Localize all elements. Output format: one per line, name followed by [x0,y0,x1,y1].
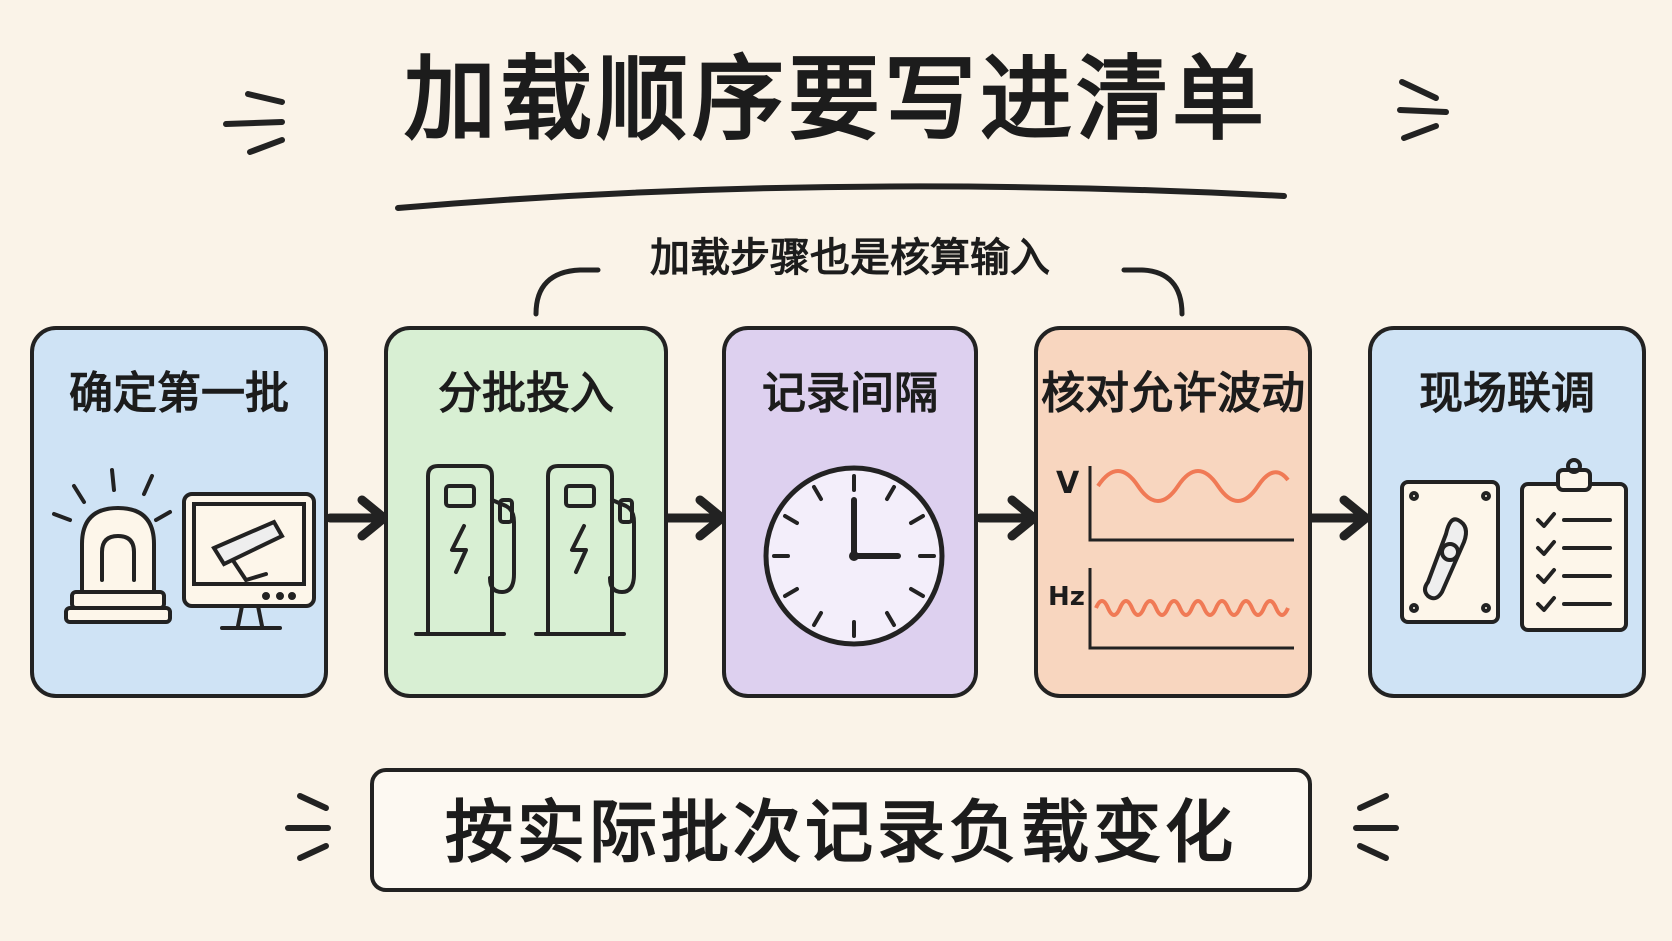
switch-and-checklist-icon [1400,458,1628,632]
note-sparkle-right-icon [1353,793,1399,861]
title-underline [395,183,1287,211]
step-label: 分批投入 [438,368,614,419]
summary-note: 按实际批次记录负载变化 [370,768,1312,892]
arrow-right-icon [1307,495,1371,541]
arrow-right-icon [325,495,389,541]
axis-label-frequency: Hz [1048,582,1085,612]
step-card-identify-first-batch: 确定第一批 [30,326,328,698]
arrow-right-icon [663,495,727,541]
step-label: 记录间隔 [762,368,938,419]
step-label: 现场联调 [1419,368,1595,419]
step-card-field-commissioning: 现场联调 [1368,326,1646,698]
step-card-check-fluctuation: 核对允许波动 V Hz [1034,326,1312,698]
step-card-batch-input: 分批投入 [384,326,668,698]
summary-note-text: 按实际批次记录负载变化 [444,794,1237,873]
note-sparkle-left-icon [285,793,331,861]
step-label: 确定第一批 [69,368,289,419]
subtitle-bracket [533,267,1185,317]
alarm-and-monitor-icon [52,468,316,630]
subtitle: 加载步骤也是核算输入 [650,235,1050,281]
step-card-record-interval: 记录间隔 [722,326,978,698]
step-label: 核对允许波动 [1041,368,1305,419]
title-sparkle-left-icon [223,91,285,155]
charging-stations-icon [414,464,636,636]
axis-label-voltage: V [1056,466,1080,501]
clock-icon [763,465,945,647]
arrow-right-icon [975,495,1039,541]
waveform-chart-icon [1088,466,1294,650]
page-title: 加载顺序要写进清单 [403,46,1268,153]
title-sparkle-right-icon [1397,79,1449,141]
